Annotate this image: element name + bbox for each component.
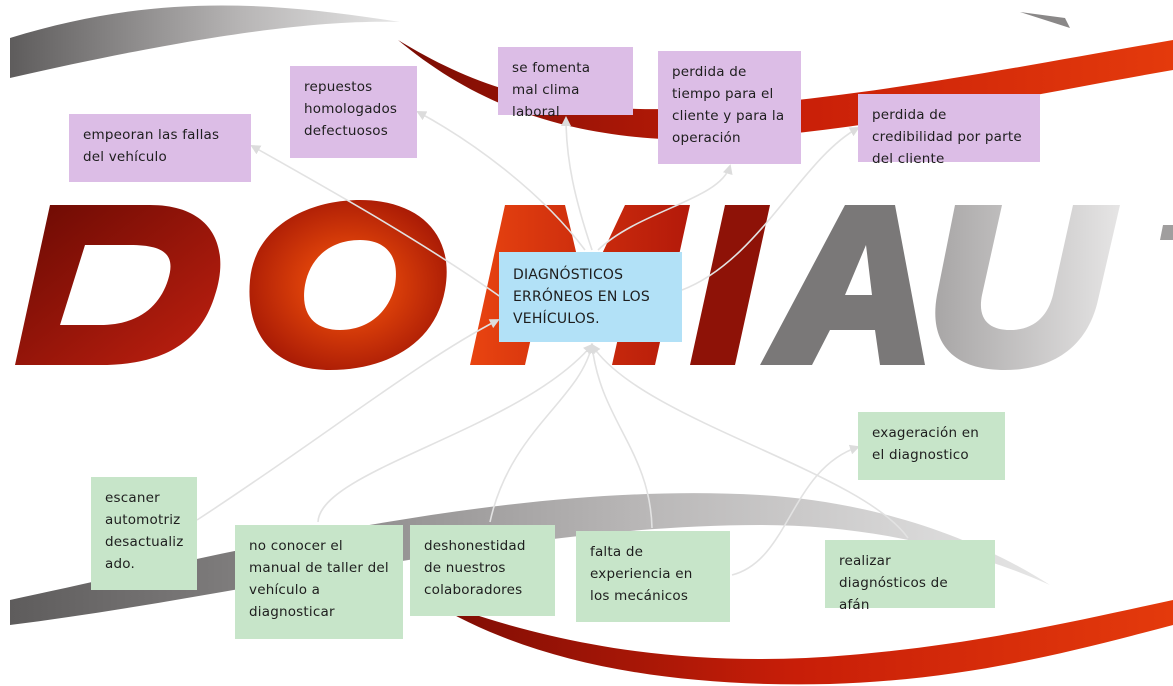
swoosh-top-right-gray (1020, 12, 1070, 28)
watermark-letter-a (760, 205, 925, 365)
central-problem-node[interactable]: DIAGNÓSTICOS ERRÓNEOS EN LOS VEHÍCULOS. (499, 252, 682, 342)
effect-node-defective-parts[interactable]: repuestos homologados defectuosos (290, 66, 417, 158)
effect-node-bad-work-climate[interactable]: se fomenta mal clima laboral (498, 47, 633, 120)
cause-node-lack-experience[interactable]: falta de experiencia en los mecánicos (576, 531, 730, 622)
cause-node-rushed-diagnosis[interactable]: realizar diagnósticos de afán (825, 540, 995, 613)
watermark-letter-d (15, 205, 221, 365)
watermark-letter-partial (1160, 225, 1173, 240)
effect-node-lost-time[interactable]: perdida de tiempo para el cliente y para… (658, 51, 801, 164)
cause-node-exaggeration[interactable]: exageración en el diagnostico (858, 412, 1005, 480)
effect-node-worse-failures[interactable]: empeoran las fallas del vehículo (69, 114, 251, 182)
cause-node-dishonesty[interactable]: deshonestidad de nuestros colaboradores (410, 525, 555, 616)
effect-node-lost-credibility[interactable]: perdida de credibilidad por parte del cl… (858, 94, 1040, 167)
swoosh-bottom-red (420, 595, 1173, 685)
swoosh-top-gray (10, 5, 400, 78)
cause-node-outdated-scanner[interactable]: escaner automotriz desactualiz ado. (91, 477, 197, 590)
watermark-letter-i (690, 205, 770, 365)
watermark-letter-u (935, 205, 1120, 370)
swoosh-top-red (398, 40, 1173, 140)
watermark-letter-o (249, 200, 447, 370)
cause-node-no-manual[interactable]: no conocer el manual de taller del vehíc… (235, 525, 403, 639)
